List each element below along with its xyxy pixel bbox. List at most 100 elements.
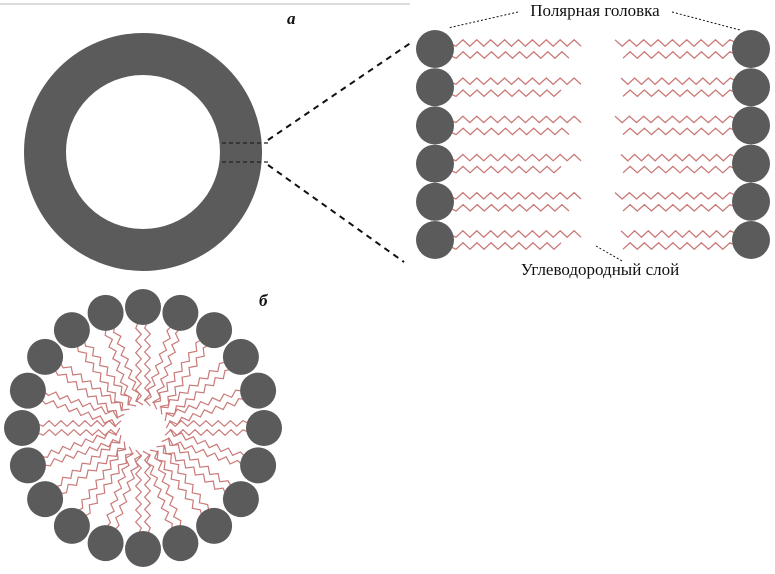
micelle-tail-15-0 xyxy=(36,419,122,428)
micelle-polar-head-15 xyxy=(4,410,40,446)
micelle-tail-16-0 xyxy=(43,390,125,419)
micelle-tail-17-1 xyxy=(54,369,119,419)
hydrocarbon-leader xyxy=(595,245,623,262)
polar-head-left-4 xyxy=(416,182,454,221)
tail-right-2-1 xyxy=(622,127,738,136)
micelle-tail-12-1 xyxy=(84,452,134,517)
zoom-leader-bottom xyxy=(267,164,405,263)
micelle-tail-7-0 xyxy=(156,445,227,495)
tail-right-3-1 xyxy=(622,165,738,174)
tail-right-5-1 xyxy=(622,241,738,251)
tail-left-2-1 xyxy=(448,127,570,136)
micelle-tail-19-0 xyxy=(113,325,144,406)
micelle-tail-6-1 xyxy=(169,428,246,457)
tail-left-0-1 xyxy=(448,50,570,60)
polar-head-right-2 xyxy=(732,106,770,145)
polar-head-right-0 xyxy=(732,30,770,68)
micelle-tail-18-0 xyxy=(83,339,137,407)
polar-head-right-3 xyxy=(732,144,770,183)
tail-right-3-0 xyxy=(620,153,738,162)
micelle-tail-3-1 xyxy=(159,361,227,409)
micelle-tail-19-1 xyxy=(104,328,133,406)
micelle-tail-8-1 xyxy=(162,444,210,512)
micelle-tail-13-0 xyxy=(54,434,122,488)
tail-left-4-1 xyxy=(448,203,570,212)
micelle-tail-13-1 xyxy=(59,447,127,495)
micelle-tail-0-0 xyxy=(143,321,152,407)
tail-right-4-0 xyxy=(614,191,738,200)
micelle-tail-9-0 xyxy=(142,450,173,531)
panel-b-letter: б xyxy=(259,291,269,310)
micelle-tail-5-1 xyxy=(168,419,250,428)
micelle-polar-head-17 xyxy=(27,338,64,375)
tail-left-1-0 xyxy=(448,77,582,86)
polar-head-leader-right xyxy=(671,11,741,31)
micelle-polar-head-12 xyxy=(53,507,90,544)
micelle-polar-head-8 xyxy=(196,507,233,544)
micelle-polar-head-10 xyxy=(125,531,161,567)
tail-right-2-0 xyxy=(614,115,738,124)
micelle-tail-1-1 xyxy=(143,325,172,402)
micelle-polar-head-6 xyxy=(240,447,277,484)
micelle-tail-10-1 xyxy=(143,453,152,535)
micelle-polar-head-14 xyxy=(9,447,46,484)
micelle-tail-11-0 xyxy=(105,446,134,528)
micelle-tail-14-1 xyxy=(43,438,121,467)
polar-head-right-1 xyxy=(732,68,770,107)
micelle-polar-head-4 xyxy=(240,372,277,409)
polar-head-left-2 xyxy=(416,106,454,145)
micelle-polar-head-7 xyxy=(222,481,259,518)
micelle-tail-10-0 xyxy=(134,449,143,535)
polar-head-left-3 xyxy=(416,144,454,183)
micelle-tail-9-1 xyxy=(153,450,182,528)
hydrocarbon-layer-label: Углеводородный слой xyxy=(521,260,679,279)
lipid-bilayer xyxy=(416,30,770,259)
polar-head-right-5 xyxy=(732,221,770,259)
polar-head-leader-left xyxy=(447,11,519,29)
tail-left-1-1 xyxy=(448,89,562,98)
micelle-tail-15-1 xyxy=(36,428,118,437)
micelle xyxy=(4,289,282,567)
tail-right-1-1 xyxy=(622,89,738,98)
micelle-polar-head-18 xyxy=(53,312,90,349)
tail-left-5-1 xyxy=(448,241,562,251)
zoom-leader-top xyxy=(267,41,413,141)
micelle-polar-head-13 xyxy=(27,481,64,518)
micelle-polar-head-0 xyxy=(125,289,161,325)
micelle-tail-14-0 xyxy=(40,427,121,458)
micelle-tail-6-0 xyxy=(161,437,243,466)
tail-left-3-1 xyxy=(448,165,562,174)
tail-left-2-0 xyxy=(448,115,582,124)
tail-right-1-0 xyxy=(620,77,738,86)
tail-left-3-0 xyxy=(448,153,582,162)
micelle-polar-head-3 xyxy=(222,338,259,375)
micelle-tail-2-0 xyxy=(160,344,210,415)
micelle-polar-head-2 xyxy=(196,312,233,349)
micelle-tail-2-1 xyxy=(152,339,202,404)
micelle-tail-17-0 xyxy=(59,361,130,411)
tail-right-0-1 xyxy=(622,50,738,60)
polar-head-right-4 xyxy=(732,182,770,221)
micelle-tail-1-0 xyxy=(152,328,181,410)
liposome xyxy=(24,33,268,271)
micelle-tail-3-0 xyxy=(164,368,232,422)
micelle-tail-7-1 xyxy=(167,437,232,487)
micelle-tail-0-1 xyxy=(134,321,143,403)
micelle-tail-5-0 xyxy=(164,428,250,437)
polar-head-label: Полярная головка xyxy=(530,1,660,20)
micelle-polar-head-19 xyxy=(87,294,124,331)
micelle-polar-head-5 xyxy=(246,410,282,446)
micelle-polar-head-9 xyxy=(162,525,199,562)
polar-head-left-1 xyxy=(416,68,454,107)
tail-left-5-0 xyxy=(448,229,582,239)
micelle-tail-12-0 xyxy=(76,441,126,512)
tail-right-0-0 xyxy=(614,38,738,48)
micelle-tail-11-1 xyxy=(114,454,143,531)
tail-right-5-0 xyxy=(620,229,738,239)
micelle-tail-16-1 xyxy=(40,399,117,428)
polar-head-left-0 xyxy=(416,30,454,68)
tail-right-4-1 xyxy=(622,203,738,212)
polar-head-left-5 xyxy=(416,221,454,259)
micelle-polar-head-16 xyxy=(9,372,46,409)
